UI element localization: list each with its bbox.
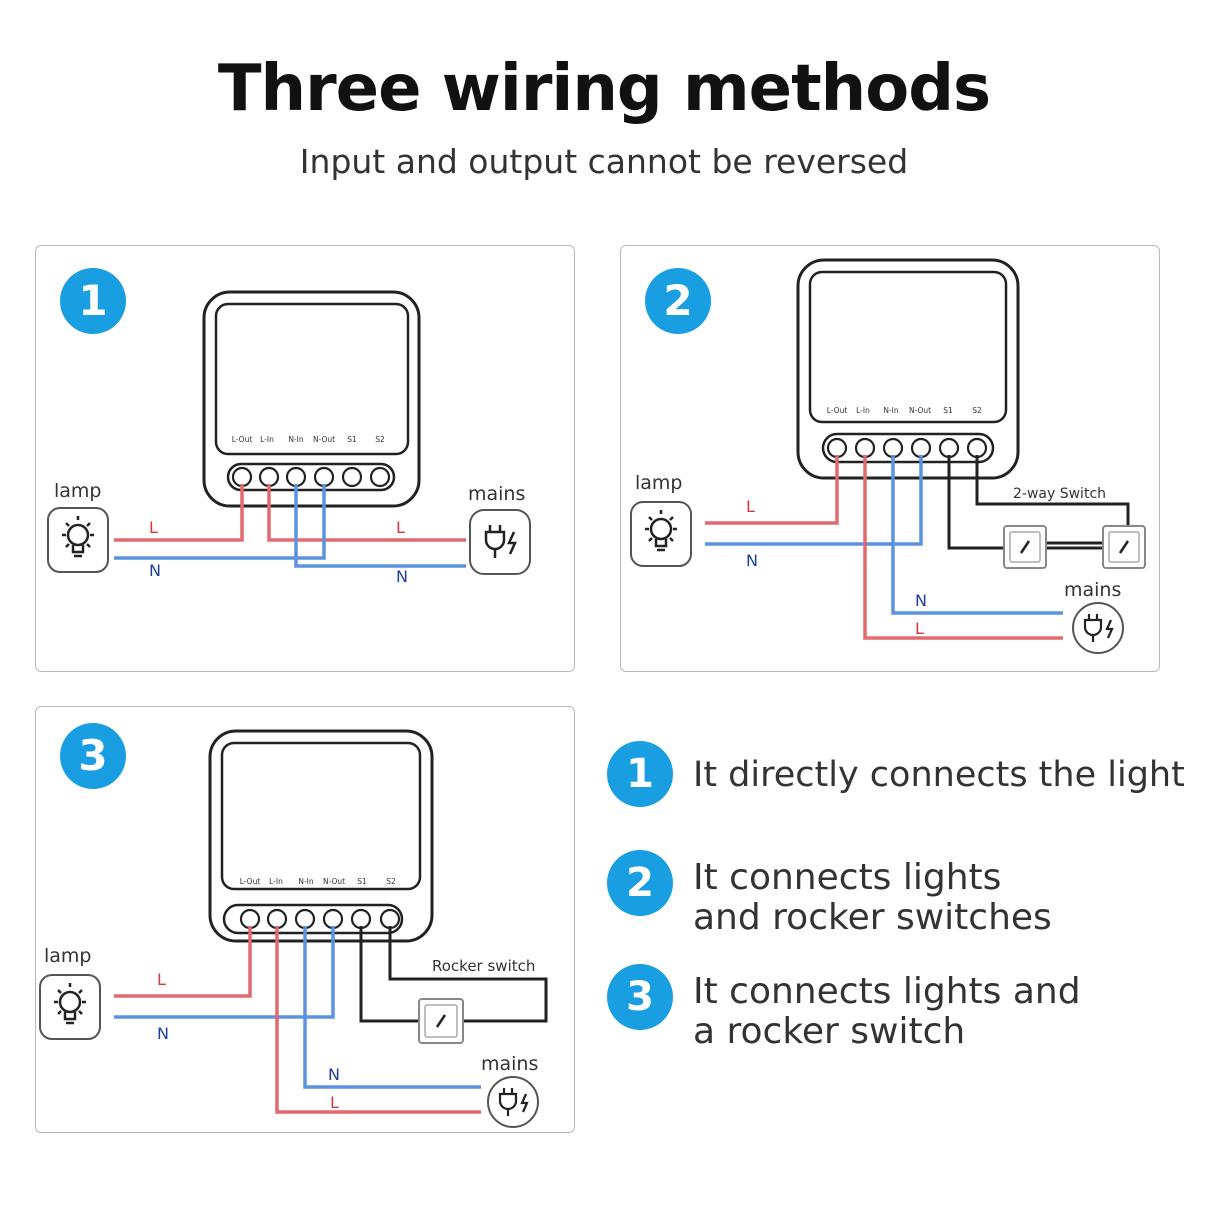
terminal-label: L-In	[260, 435, 274, 444]
terminal-label: N-In	[288, 435, 304, 444]
switch-icon	[1003, 525, 1047, 569]
terminal-label: L-In	[856, 406, 870, 415]
switch-wire	[388, 926, 548, 1023]
legend-number-badge: 1	[607, 741, 673, 807]
smart-switch-module: L-Out L-In N-In N-Out S1 S2	[796, 258, 1020, 480]
wire-label-l: L	[915, 619, 924, 638]
lamp-label: lamp	[44, 945, 92, 967]
wire-label-n: N	[746, 551, 758, 570]
terminal-label: N-Out	[323, 877, 345, 886]
live-wire	[114, 926, 252, 998]
rocker-switch-label: Rocker switch	[432, 957, 535, 975]
terminal-screws	[231, 466, 391, 488]
wiring-panel-3: 3 L-Out L-In N-In N-Out S1 S2	[35, 706, 575, 1133]
plug-icon	[469, 509, 531, 575]
wire-label-l: L	[157, 970, 166, 989]
terminal-label: S1	[347, 435, 357, 444]
terminal-label: S2	[386, 877, 396, 886]
terminal-label: S2	[375, 435, 385, 444]
wire-label-n: N	[915, 591, 927, 610]
legend-text: It connects lights and rocker switches	[693, 857, 1052, 938]
wire-label-l: L	[746, 497, 755, 516]
switch-icon	[418, 998, 464, 1044]
legend-text: It connects lights and a rocker switch	[693, 971, 1081, 1052]
legend-text: It directly connects the light	[693, 755, 1185, 795]
neutral-wire	[891, 455, 1063, 615]
terminal-label: L-In	[269, 877, 283, 886]
neutral-wire	[294, 484, 466, 568]
panel-number-badge: 2	[645, 268, 711, 334]
terminal-label: S1	[357, 877, 367, 886]
mains-label: mains	[468, 483, 525, 505]
wiring-diagram-2: L-Out L-In N-In N-Out S1 S2 L N N L 2-wa…	[630, 258, 1146, 654]
lamp-label: lamp	[54, 480, 102, 502]
wire-label-n: N	[149, 561, 161, 580]
terminal-label: S1	[943, 406, 953, 415]
wiring-panel-2: 2 L-Out L-In N-In N-Out S1 S2	[620, 245, 1160, 672]
wire-label-n: N	[157, 1024, 169, 1043]
terminal-label: L-Out	[240, 877, 261, 886]
switch-wire	[359, 926, 430, 1023]
wiring-diagram-3: L-Out L-In N-In N-Out S1 S2 L N N L Rock…	[39, 729, 548, 1128]
neutral-wire	[705, 455, 923, 546]
wire-label-n: N	[396, 567, 408, 586]
neutral-wire	[114, 484, 326, 560]
switch-wire	[947, 455, 1021, 550]
smart-switch-module: L-Out L-In N-In N-Out S1 S2	[208, 729, 434, 943]
smart-switch-module: L-Out L-In N-In N-Out S1 S2	[202, 290, 421, 508]
page-subtitle: Input and output cannot be reversed	[299, 142, 909, 181]
terminal-label: S2	[972, 406, 982, 415]
lightbulb-icon	[630, 501, 692, 567]
wire-label-l: L	[149, 518, 158, 537]
lightbulb-icon	[39, 974, 101, 1040]
terminal-label: N-Out	[909, 406, 931, 415]
lightbulb-icon	[47, 507, 109, 573]
terminal-label: L-Out	[232, 435, 253, 444]
page-title: Three wiring methods	[217, 52, 991, 126]
neutral-wire	[114, 926, 335, 1019]
two-way-switch-label: 2-way Switch	[1013, 486, 1106, 502]
live-wire	[863, 455, 1063, 640]
panel-number-badge: 3	[60, 723, 126, 789]
terminal-label: N-In	[883, 406, 899, 415]
mains-label: mains	[1064, 579, 1121, 601]
live-wire	[114, 484, 244, 542]
wiring-diagram-1: L-Out L-In N-In N-Out S1 S2 L L N N lamp	[47, 290, 531, 586]
legend-number-badge: 2	[607, 850, 673, 916]
terminal-label: N-Out	[313, 435, 335, 444]
neutral-wire	[303, 926, 481, 1089]
switch-wire	[975, 455, 1130, 550]
wiring-panel-1: 1 L-Out L-In N-In N-Out S1 S2	[35, 245, 575, 672]
wire-label-n: N	[328, 1065, 340, 1084]
plug-icon	[487, 1076, 539, 1128]
panel-number-badge: 1	[60, 268, 126, 334]
lamp-label: lamp	[635, 472, 683, 494]
legend-number-badge: 3	[607, 964, 673, 1030]
live-wire	[705, 455, 839, 525]
switch-icon	[1102, 525, 1146, 569]
terminal-label: L-Out	[827, 406, 848, 415]
live-wire	[275, 926, 481, 1114]
mains-label: mains	[481, 1053, 538, 1075]
wire-label-l: L	[330, 1093, 339, 1112]
terminal-label: N-In	[298, 877, 314, 886]
live-wire	[267, 484, 466, 542]
plug-icon	[1072, 602, 1124, 654]
wire-label-l: L	[396, 518, 405, 537]
